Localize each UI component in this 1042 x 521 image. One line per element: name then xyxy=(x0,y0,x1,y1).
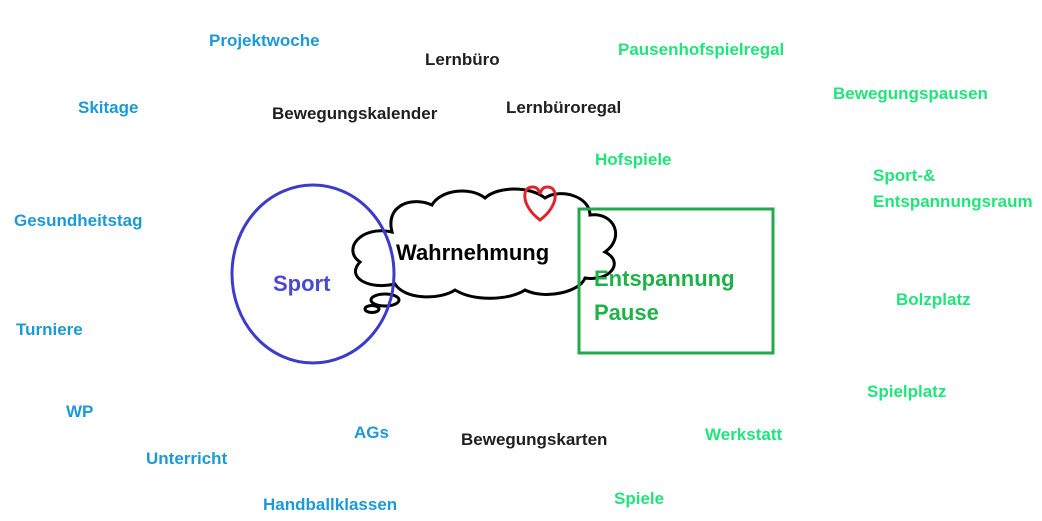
pause-label: Pause xyxy=(594,300,659,325)
term-spielplatz: Spielplatz xyxy=(867,382,947,401)
term-lernbuero: Lernbüro xyxy=(425,50,500,69)
term-hofspiele: Hofspiele xyxy=(595,150,672,169)
term-gesundheitstag: Gesundheitstag xyxy=(14,211,143,230)
heart-icon xyxy=(523,185,557,222)
term-wp: WP xyxy=(66,402,94,421)
term-pausenhofspielregal: Pausenhofspielregal xyxy=(618,40,785,59)
term-ags: AGs xyxy=(354,423,389,442)
term-bolzplatz: Bolzplatz xyxy=(896,290,971,309)
term-projektwoche: Projektwoche xyxy=(209,31,320,50)
term-unterricht: Unterricht xyxy=(146,449,228,468)
term-turniere: Turniere xyxy=(16,320,83,339)
term-bewegungskarten: Bewegungskarten xyxy=(461,430,608,449)
sport-circle xyxy=(230,183,396,365)
sport-label: Sport xyxy=(273,271,331,296)
term-skitage: Skitage xyxy=(78,98,139,117)
term-entspannungsraum: Entspannungsraum xyxy=(873,192,1033,211)
wahrnehmung-label: Wahrnehmung xyxy=(396,240,550,265)
term-lernbueroregal: Lernbüroregal xyxy=(506,98,622,117)
wahrnehmung-cloud xyxy=(351,187,618,314)
entspannung-box xyxy=(577,207,775,355)
term-spiele: Spiele xyxy=(614,489,665,508)
entspannung-label: Entspannung xyxy=(594,266,735,291)
term-bewegungspausen: Bewegungspausen xyxy=(833,84,988,103)
term-werkstatt: Werkstatt xyxy=(705,425,783,444)
term-sport-und: Sport-& xyxy=(873,166,936,185)
term-bewegungskalender: Bewegungskalender xyxy=(272,104,438,123)
term-handballklassen: Handballklassen xyxy=(263,495,398,514)
